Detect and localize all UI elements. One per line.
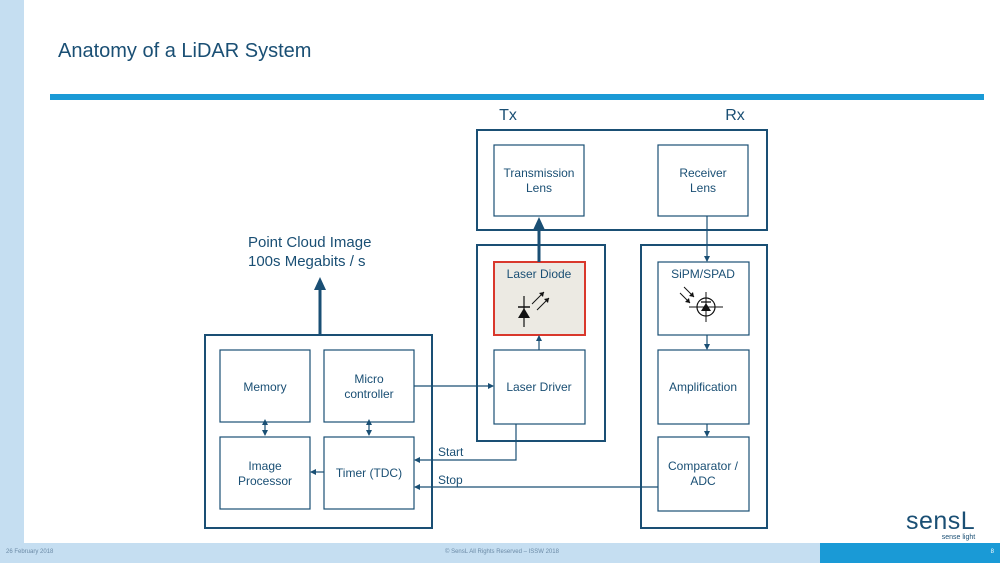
transmission-lens-label-1: Transmission	[504, 166, 575, 180]
page-number: 8	[990, 549, 994, 555]
sensl-logo: sensL sense light	[906, 507, 976, 541]
memory-label: Memory	[243, 380, 286, 394]
start-label: Start	[438, 445, 464, 459]
point-cloud-label-1: Point Cloud Image	[248, 234, 371, 251]
timer-label: Timer (TDC)	[336, 466, 402, 480]
point-cloud-label-2: 100s Megabits / s	[248, 253, 366, 270]
comparator-label-2: ADC	[690, 474, 716, 488]
stop-label: Stop	[438, 473, 463, 487]
receiver-lens-block	[657, 144, 749, 217]
transmission-lens-block	[493, 144, 585, 217]
sipm-spad-label: SiPM/SPAD	[671, 267, 735, 281]
emit-arrow	[533, 217, 545, 262]
title-rule	[50, 94, 984, 100]
tx-label: Tx	[499, 107, 517, 124]
timer-block	[323, 436, 415, 510]
receiver-group	[640, 244, 768, 529]
microcontroller-label-1: Micro	[354, 372, 384, 386]
comparator-label-1: Comparator /	[668, 459, 739, 473]
footer-copyright: © SensL All Rights Reserved – ISSW 2018	[445, 549, 559, 555]
comparator-adc-block	[657, 436, 750, 512]
image-processor-label-1: Image	[248, 459, 282, 473]
footer-page-block: 8	[820, 543, 1000, 563]
diode-icon	[518, 291, 550, 327]
amplification-label: Amplification	[669, 380, 737, 394]
receiver-lens-label-1: Receiver	[679, 166, 726, 180]
photodiode-icon	[679, 286, 723, 322]
transmission-lens-label-2: Lens	[526, 181, 552, 195]
logo-wordmark: sensL	[906, 507, 976, 535]
left-bar	[0, 0, 24, 563]
microcontroller-block	[323, 349, 415, 423]
receiver-lens-label-2: Lens	[690, 181, 716, 195]
laser-driver-label: Laser Driver	[506, 380, 571, 394]
image-processor-label-2: Processor	[238, 474, 292, 488]
start-signal-line	[414, 424, 517, 463]
optics-group	[476, 129, 768, 231]
microcontroller-label-2: controller	[344, 387, 393, 401]
image-processor-block	[219, 436, 311, 510]
logo-tagline: sense light	[941, 534, 976, 541]
memory-block	[219, 349, 311, 423]
laser-diode-label: Laser Diode	[507, 267, 572, 281]
footer-date: 26 February 2018	[6, 549, 54, 555]
laser-driver-block	[493, 349, 586, 425]
transmitter-group	[476, 244, 606, 442]
output-arrow	[314, 277, 326, 335]
amplification-block	[657, 349, 750, 425]
footer-bar	[0, 543, 1000, 563]
slide-title: Anatomy of a LiDAR System	[58, 40, 312, 62]
rx-label: Rx	[725, 107, 745, 124]
